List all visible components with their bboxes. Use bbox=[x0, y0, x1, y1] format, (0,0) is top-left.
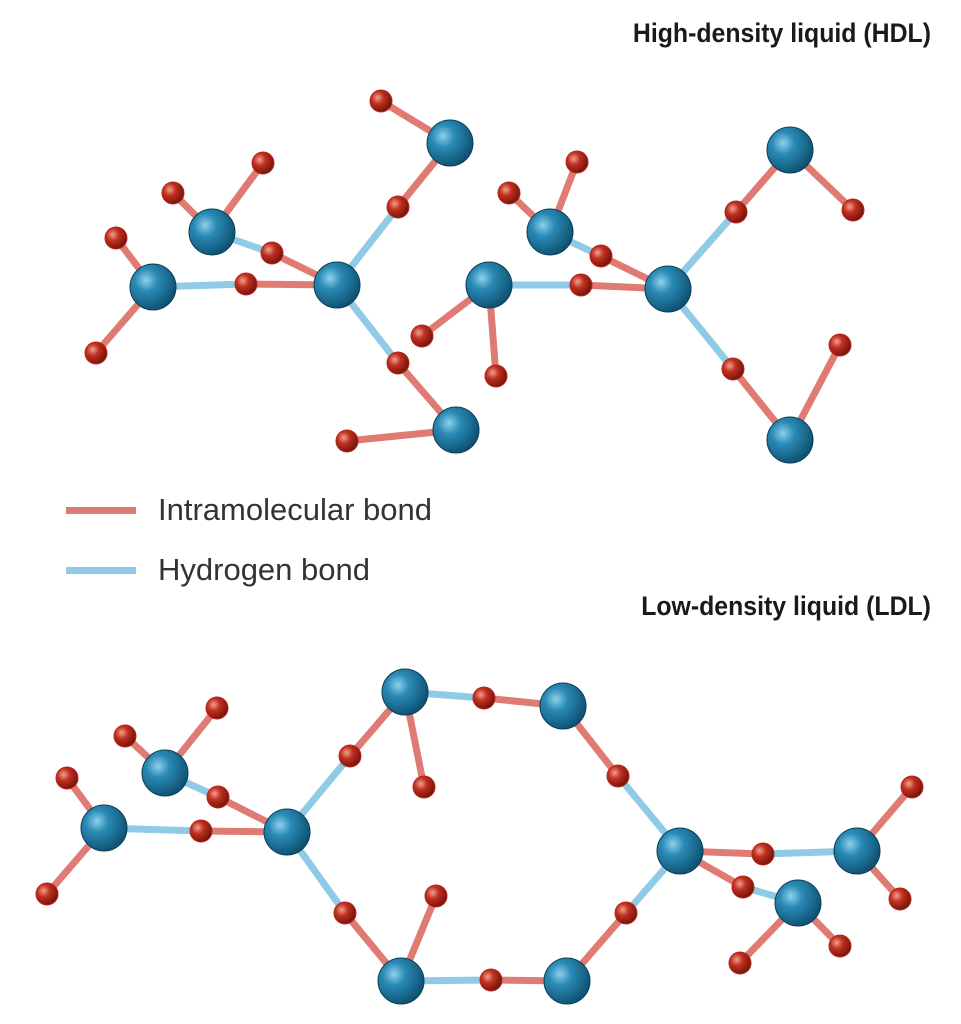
hydrogen-atom bbox=[565, 150, 589, 174]
oxygen-atom bbox=[766, 126, 814, 174]
hydrogen-atom bbox=[900, 775, 924, 799]
hydrogen-atom bbox=[410, 324, 434, 348]
hydrogen-atom bbox=[338, 744, 362, 768]
hydrogen-atom bbox=[260, 241, 284, 265]
hydrogen-atom bbox=[161, 181, 185, 205]
legend-hydrogen: Hydrogen bond bbox=[66, 552, 370, 588]
hydrogen-atom bbox=[35, 882, 59, 906]
oxygen-atom bbox=[432, 406, 480, 454]
hydrogen-atom bbox=[497, 181, 521, 205]
oxygen-atom bbox=[539, 682, 587, 730]
hydrogen-atom bbox=[828, 934, 852, 958]
intramolecular-swatch bbox=[66, 506, 136, 514]
hydrogen-atom bbox=[189, 819, 213, 843]
hydrogen-atom bbox=[484, 364, 508, 388]
legend-label: Intramolecular bond bbox=[158, 492, 432, 527]
hydrogen-atom bbox=[888, 887, 912, 911]
oxygen-atom bbox=[129, 263, 177, 311]
hydrogen-atom bbox=[386, 351, 410, 375]
oxygen-atom bbox=[774, 879, 822, 927]
hydrogen-atom bbox=[731, 875, 755, 899]
oxygen-atom bbox=[465, 261, 513, 309]
hydrogen-atom bbox=[841, 198, 865, 222]
hydrogen-atom bbox=[728, 951, 752, 975]
oxygen-atom bbox=[543, 957, 591, 1005]
hydrogen-atom bbox=[472, 686, 496, 710]
oxygen-atom bbox=[426, 119, 474, 167]
hydrogen-atom bbox=[751, 842, 775, 866]
hydrogen-atom bbox=[234, 272, 258, 296]
oxygen-atom bbox=[188, 208, 236, 256]
oxygen-atom bbox=[263, 808, 311, 856]
hydrogen-atom bbox=[386, 195, 410, 219]
hdl-title: High-density liquid (HDL) bbox=[632, 18, 931, 48]
oxygen-atom bbox=[833, 827, 881, 875]
hydrogen-atom bbox=[589, 244, 613, 268]
hydrogen-atom bbox=[412, 775, 436, 799]
legend-label: Hydrogen bond bbox=[158, 552, 370, 587]
oxygen-atom bbox=[141, 749, 189, 797]
hydrogen-atom bbox=[828, 333, 852, 357]
ldl-title: Low-density liquid (LDL) bbox=[641, 591, 931, 621]
hydrogen-atom bbox=[335, 429, 359, 453]
oxygen-atom bbox=[656, 827, 704, 875]
hydrogen-atom bbox=[479, 968, 503, 992]
hydrogen-atom bbox=[205, 696, 229, 720]
hydrogen-atom bbox=[721, 357, 745, 381]
hydrogen-atom bbox=[206, 785, 230, 809]
hydrogen-atom bbox=[333, 901, 357, 925]
hydrogen-atom bbox=[724, 200, 748, 224]
hydrogen-atom bbox=[424, 884, 448, 908]
oxygen-atom bbox=[313, 261, 361, 309]
oxygen-atom bbox=[80, 804, 128, 852]
hydrogen-atom bbox=[84, 341, 108, 365]
hydrogen-atom bbox=[55, 766, 79, 790]
hydrogen-swatch bbox=[66, 566, 136, 574]
hydrogen-atom bbox=[251, 151, 275, 175]
legend-intramolecular: Intramolecular bond bbox=[66, 492, 432, 528]
hydrogen-atom bbox=[606, 764, 630, 788]
oxygen-atom bbox=[766, 416, 814, 464]
hydrogen-atom bbox=[569, 273, 593, 297]
hydrogen-atom bbox=[369, 89, 393, 113]
oxygen-atom bbox=[644, 265, 692, 313]
oxygen-atom bbox=[381, 668, 429, 716]
hydrogen-atom bbox=[104, 226, 128, 250]
hydrogen-atom bbox=[113, 724, 137, 748]
oxygen-atom bbox=[526, 208, 574, 256]
hydrogen-atom bbox=[614, 901, 638, 925]
oxygen-atom bbox=[377, 957, 425, 1005]
